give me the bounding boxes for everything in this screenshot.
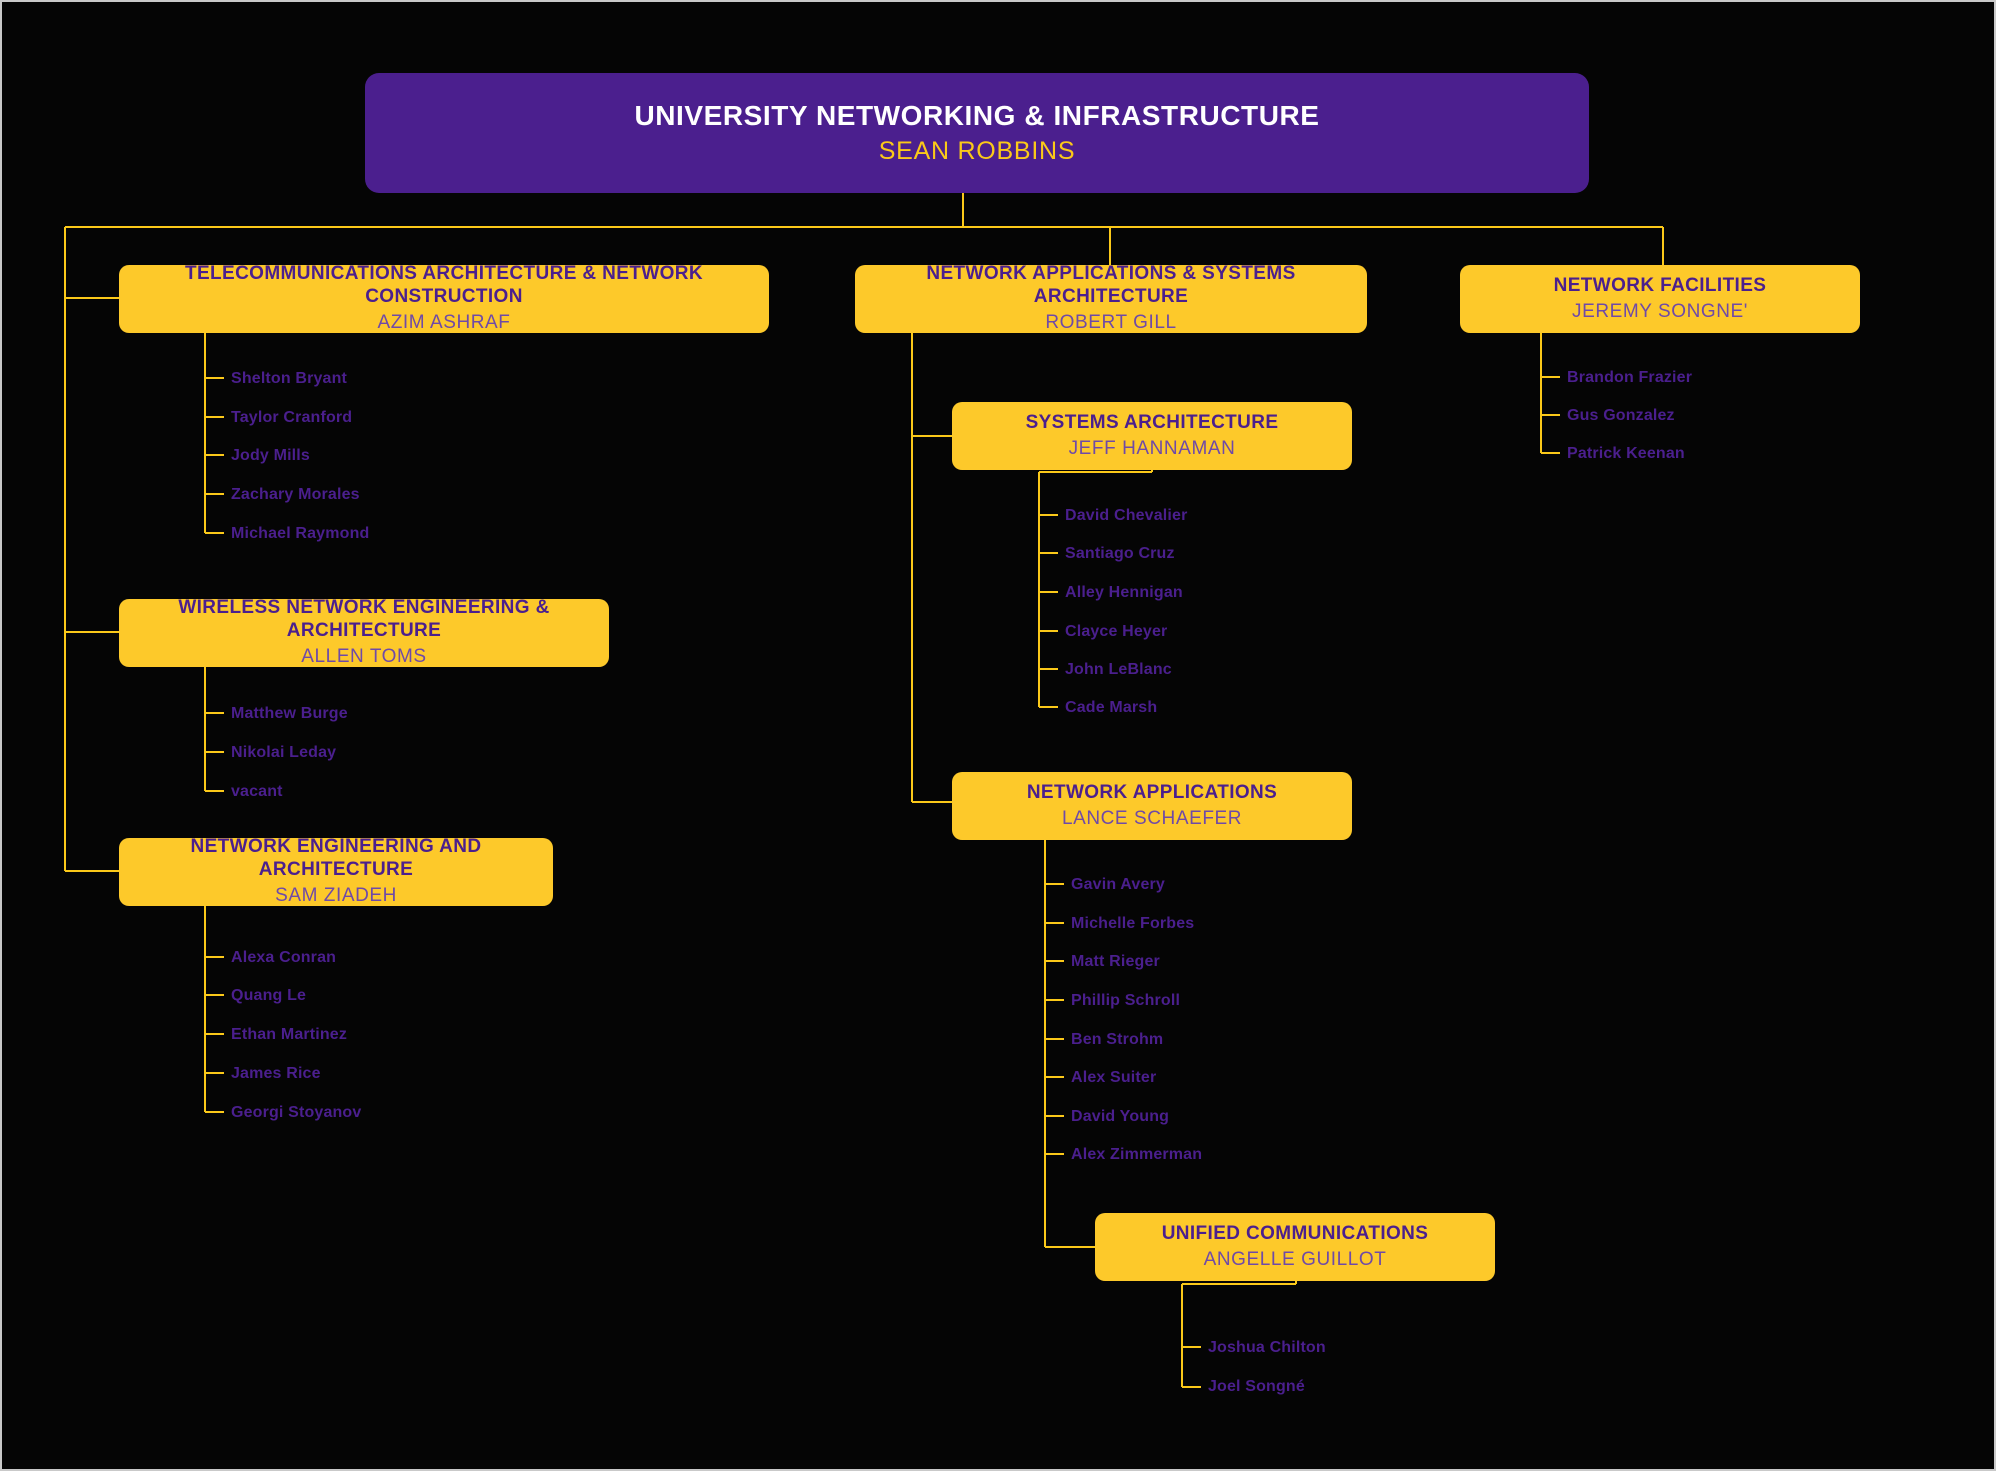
node-wireless-name: ALLEN TOMS <box>301 645 427 667</box>
node-netengarch-name: SAM ZIADEH <box>275 884 397 906</box>
staff-sysarch-5: Cade Marsh <box>1065 699 1158 716</box>
node-telecom[interactable]: TELECOMMUNICATIONS ARCHITECTURE & NETWOR… <box>119 263 769 333</box>
staff-sysarch-4: John LeBlanc <box>1065 661 1172 678</box>
staff-netapps-2: Matt Rieger <box>1071 953 1160 970</box>
staff-sysarch-3: Clayce Heyer <box>1065 623 1168 640</box>
node-sysarch-title: SYSTEMS ARCHITECTURE <box>1025 411 1279 433</box>
node-root[interactable]: UNIVERSITY NETWORKING & INFRASTRUCTURE S… <box>365 73 1589 193</box>
staff-unifiedcomm-1: Joel Songné <box>1208 1378 1305 1395</box>
node-root-title: UNIVERSITY NETWORKING & INFRASTRUCTURE <box>634 100 1320 132</box>
staff-sysarch-0: David Chevalier <box>1065 507 1188 524</box>
node-unifiedcomm-name: ANGELLE GUILLOT <box>1203 1248 1387 1270</box>
staff-netfacilities-2: Patrick Keenan <box>1567 445 1685 462</box>
node-netappsys-title: NETWORK APPLICATIONS & SYSTEMS ARCHITECT… <box>926 263 1296 308</box>
staff-netapps-5: Alex Suiter <box>1071 1069 1157 1086</box>
staff-netapps-0: Gavin Avery <box>1071 876 1165 893</box>
node-netapps-title: NETWORK APPLICATIONS <box>1026 781 1278 803</box>
staff-netapps-7: Alex Zimmerman <box>1071 1146 1203 1163</box>
node-unifiedcomm-title: UNIFIED COMMUNICATIONS <box>1161 1222 1429 1244</box>
node-unifiedcomm[interactable]: UNIFIED COMMUNICATIONS ANGELLE GUILLOT <box>1095 1213 1495 1281</box>
node-sysarch[interactable]: SYSTEMS ARCHITECTURE JEFF HANNAMAN <box>952 402 1352 470</box>
staff-netengarch-1: Quang Le <box>231 987 307 1004</box>
staff-telecom-4: Michael Raymond <box>231 525 370 542</box>
node-netappsys[interactable]: NETWORK APPLICATIONS & SYSTEMS ARCHITECT… <box>855 263 1367 333</box>
staff-telecom-0: Shelton Bryant <box>231 370 348 387</box>
node-netapps-name: LANCE SCHAEFER <box>1061 807 1243 829</box>
staff-telecom-1: Taylor Cranford <box>231 409 353 426</box>
staff-netengarch-3: James Rice <box>231 1065 321 1082</box>
staff-netapps-4: Ben Strohm <box>1071 1031 1164 1048</box>
node-netappsys-name: ROBERT GILL <box>1045 311 1177 333</box>
node-netfacilities-name: JEREMY SONGNE' <box>1572 300 1748 322</box>
staff-netapps-6: David Young <box>1071 1108 1170 1125</box>
node-netfacilities-title: NETWORK FACILITIES <box>1553 274 1767 296</box>
node-root-name: SEAN ROBBINS <box>878 136 1076 165</box>
staff-netfacilities-1: Gus Gonzalez <box>1567 407 1675 424</box>
staff-wireless-2: vacant <box>231 783 283 800</box>
staff-telecom-2: Jody Mills <box>231 447 310 464</box>
staff-telecom-3: Zachary Morales <box>231 486 360 503</box>
staff-netengarch-2: Ethan Martinez <box>231 1026 348 1043</box>
node-wireless-title: WIRELESS NETWORK ENGINEERING & ARCHITECT… <box>178 597 550 642</box>
staff-netapps-3: Phillip Schroll <box>1071 992 1181 1009</box>
node-netapps[interactable]: NETWORK APPLICATIONS LANCE SCHAEFER <box>952 772 1352 840</box>
node-telecom-name: AZIM ASHRAF <box>377 311 511 333</box>
node-sysarch-name: JEFF HANNAMAN <box>1068 437 1236 459</box>
node-netengarch-title: NETWORK ENGINEERING AND ARCHITECTURE <box>190 836 482 881</box>
staff-netapps-1: Michelle Forbes <box>1071 915 1195 932</box>
node-netengarch[interactable]: NETWORK ENGINEERING AND ARCHITECTURE SAM… <box>119 836 553 906</box>
staff-netfacilities-0: Brandon Frazier <box>1567 369 1693 386</box>
staff-netengarch-0: Alexa Conran <box>231 949 337 966</box>
node-telecom-title: TELECOMMUNICATIONS ARCHITECTURE & NETWOR… <box>185 263 703 308</box>
staff-sysarch-2: Alley Hennigan <box>1065 584 1183 601</box>
staff-sysarch-1: Santiago Cruz <box>1065 545 1175 562</box>
staff-wireless-0: Matthew Burge <box>231 705 348 722</box>
node-netfacilities[interactable]: NETWORK FACILITIES JEREMY SONGNE' <box>1460 265 1860 333</box>
staff-wireless-1: Nikolai Leday <box>231 744 337 761</box>
staff-unifiedcomm-0: Joshua Chilton <box>1208 1339 1326 1356</box>
node-wireless[interactable]: WIRELESS NETWORK ENGINEERING & ARCHITECT… <box>119 597 609 667</box>
staff-netengarch-4: Georgi Stoyanov <box>231 1104 362 1121</box>
